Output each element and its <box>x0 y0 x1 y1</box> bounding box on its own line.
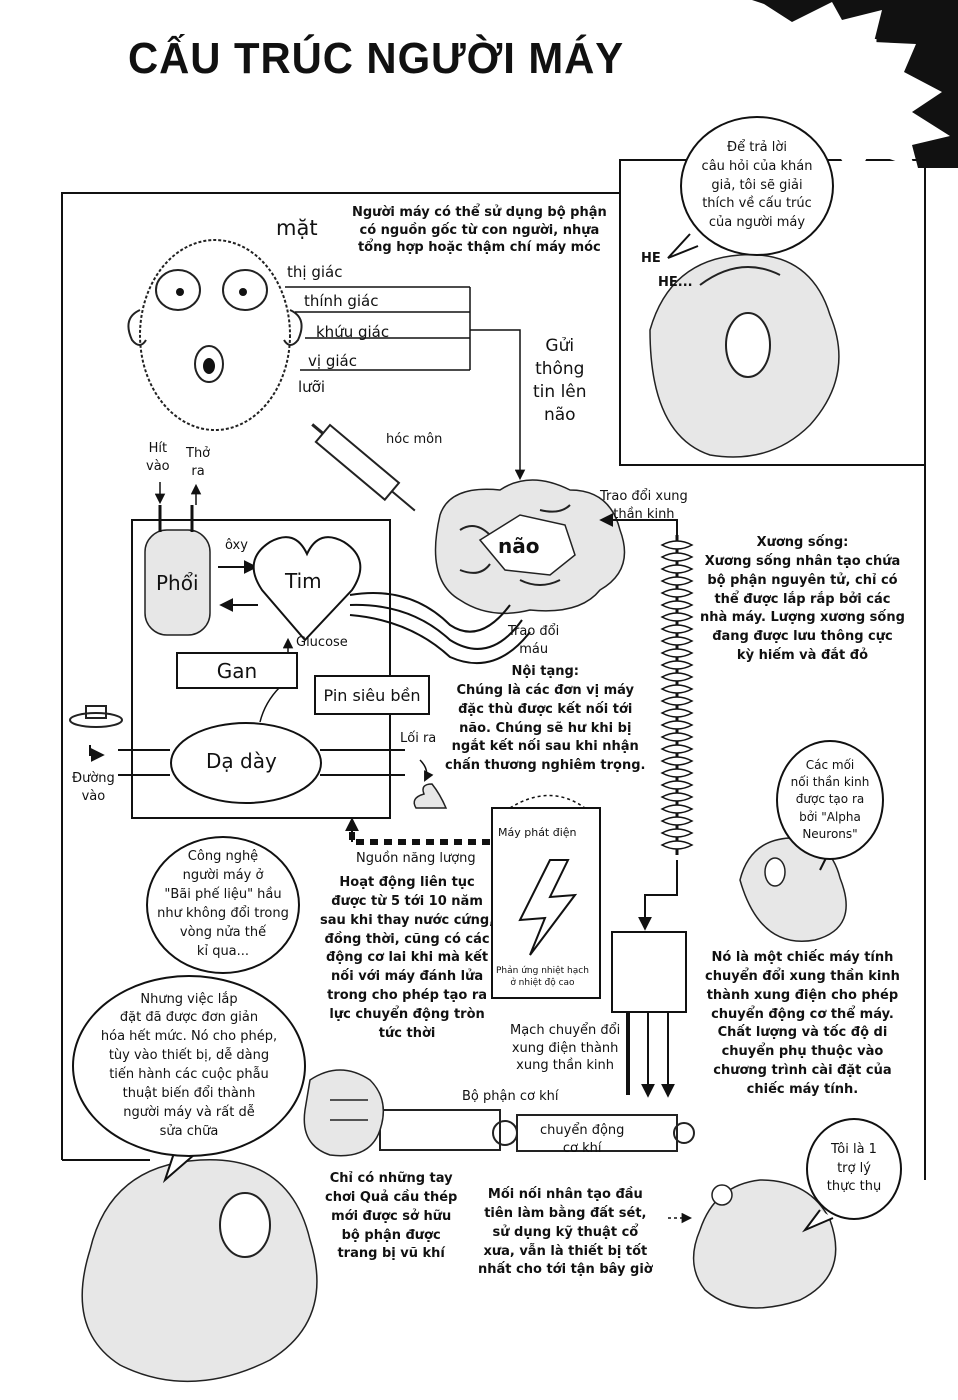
mechanical-arm-drawing <box>303 1069 695 1157</box>
vertebra <box>660 636 694 646</box>
food-entry-drawing <box>69 705 123 762</box>
vertebra <box>660 780 694 790</box>
vertebra <box>660 672 694 682</box>
vertebra <box>660 828 694 838</box>
vertebra <box>660 840 694 850</box>
entry-label: Đường vào <box>72 771 115 804</box>
sense-lines <box>285 286 526 481</box>
character-bottom-left <box>81 1159 318 1383</box>
lung-shape <box>144 529 211 636</box>
nerve-exchange-label: Trao đổi xung thần kinh <box>600 489 688 522</box>
he-1: HE <box>641 251 661 266</box>
character-top-right <box>649 253 840 458</box>
bubble-surgery: Nhưng việc lắp đặt đã được đơn giản hóa … <box>72 975 306 1157</box>
vertebra <box>660 816 694 826</box>
bubble-alpha-neurons: Các mối nối thần kinh được tạo ra bởi "A… <box>776 740 884 860</box>
character-middle-right <box>739 837 847 942</box>
heart-shape <box>252 536 362 642</box>
vertebra <box>660 804 694 814</box>
computer-chip-shape <box>611 931 687 1013</box>
generator-shape <box>491 807 601 999</box>
vertebra <box>660 540 694 550</box>
vertebra <box>660 612 694 622</box>
vertebra <box>660 684 694 694</box>
he-2: HE... <box>658 275 693 290</box>
vertebra <box>660 624 694 634</box>
energy-line <box>345 817 490 845</box>
badge-line-2: LỘ!! <box>823 76 886 107</box>
brain-drawing <box>434 479 626 615</box>
stomach-label: Dạ dày <box>206 749 277 773</box>
circuit-label: Mạch chuyển đổi xung điện thành xung thầ… <box>510 1023 621 1074</box>
spine-text: Xương sống: Xương sống nhân tạo chứa bộ … <box>700 535 905 664</box>
sense-smell: khứu giác <box>316 323 390 341</box>
send-info-label: Gửi thông tin lên não <box>533 336 587 425</box>
waste-exit-drawing <box>413 759 448 809</box>
bubble-assistant: Tôi là 1 trợ lý thực thụ <box>806 1118 902 1220</box>
heart-label: Tim <box>285 569 322 593</box>
internal-organs-text: Nội tạng: Chúng là các đơn vị máy đặc th… <box>445 664 646 774</box>
generator-label: Máy phát điện <box>498 826 577 839</box>
inhale-label: Hít vào <box>146 441 170 474</box>
face-label: mặt <box>276 216 318 240</box>
vertebra <box>660 756 694 766</box>
intro-text: Người máy có thể sử dụng bộ phận có nguồ… <box>352 205 607 256</box>
badge-text: TIẾT LỘ!! <box>805 30 886 113</box>
brain-label: não <box>498 534 540 558</box>
lung-label: Phổi <box>156 571 199 595</box>
generator-text: Hoạt động liên tục được từ 5 tới 10 năm … <box>320 875 495 1041</box>
vertebra <box>660 564 694 574</box>
liver-label: Gan <box>216 658 258 683</box>
joint-text: Mối nối nhân tạo đầu tiên làm bằng đất s… <box>478 1187 653 1278</box>
sense-tongue: lưỡi <box>298 378 326 396</box>
face-drawing <box>127 239 303 431</box>
character-bottom-right <box>668 1179 837 1309</box>
battery-label: Pin siêu bền <box>323 685 421 705</box>
blood-exchange-label: Trao đổi máu <box>508 624 560 657</box>
stomach-shape <box>170 722 322 804</box>
vertebra <box>660 588 694 598</box>
mech-motion-label: chuyển động cơ khí <box>540 1123 625 1156</box>
players-text: Chỉ có những tay chơi Quả cầu thép mới đ… <box>325 1171 458 1262</box>
generator-reaction: Phản ứng nhiệt hạch ở nhiệt độ cao <box>496 966 589 988</box>
vertebra <box>660 696 694 706</box>
vertebra <box>660 708 694 718</box>
liver-box: Gan <box>176 652 298 689</box>
exhale-label: Thở ra <box>186 446 211 479</box>
computer-text: Nó là một chiếc máy tính chuyển đổi xung… <box>705 950 900 1097</box>
page-title: CẤU TRÚC NGƯỜI MÁY <box>128 34 625 83</box>
vertebra <box>660 552 694 562</box>
sense-taste: vị giác <box>308 352 357 370</box>
vertebra <box>660 720 694 730</box>
spine-drawing <box>660 535 694 855</box>
glucose-label: Glucose <box>296 635 348 650</box>
exit-label: Lối ra <box>400 731 437 746</box>
vertebra <box>660 792 694 802</box>
vertebra <box>660 732 694 742</box>
vertebra <box>660 660 694 670</box>
vertebra <box>660 648 694 658</box>
mech-part-label: Bộ phận cơ khí <box>462 1089 559 1104</box>
lightning-icon <box>518 859 578 956</box>
energy-source-label: Nguồn năng lượng <box>356 851 476 866</box>
sense-sight: thị giác <box>287 263 343 281</box>
vertebra <box>660 768 694 778</box>
oxygen-label: ôxy <box>225 538 248 553</box>
vertebra <box>660 576 694 586</box>
syringe-drawing <box>311 423 416 512</box>
bubble-tech: Công nghệ người máy ở "Bãi phế liệu" hầu… <box>146 836 300 974</box>
badge-line-1: TIẾT <box>813 35 877 65</box>
sense-hearing: thính giác <box>304 292 379 310</box>
hormone-label: hóc môn <box>386 432 443 447</box>
vertebra <box>660 744 694 754</box>
bubble-intro: Để trả lời câu hỏi của khán giả, tôi sẽ … <box>680 116 834 256</box>
vertebra <box>660 600 694 610</box>
battery-box: Pin siêu bền <box>314 675 430 715</box>
